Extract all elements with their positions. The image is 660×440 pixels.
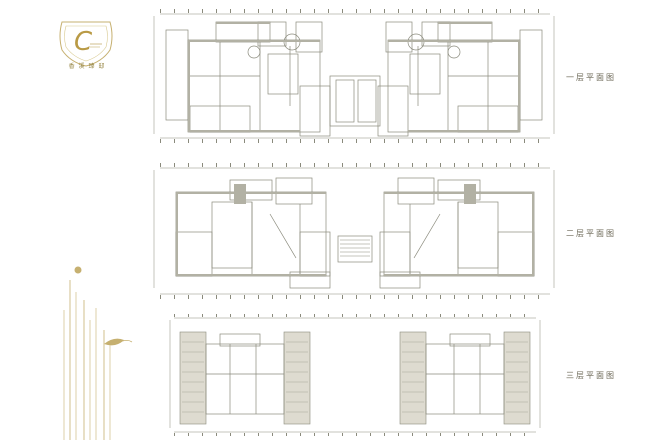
svg-text:C: C <box>74 27 93 57</box>
floor-label-2: 二层平面图 <box>566 229 616 238</box>
brand-tagline: 香 溪 臻 邸 <box>68 63 106 70</box>
floor-label-1: 一层平面图 <box>566 73 616 82</box>
floor-plan-1 <box>153 9 555 143</box>
gold-dot-icon <box>74 266 82 274</box>
floor-plan-3 <box>169 314 541 436</box>
floor-plan-2 <box>153 163 555 299</box>
floor-label-3: 三层平面图 <box>566 371 616 380</box>
leaf-icon <box>104 338 124 346</box>
logo-emblem-icon: C <box>59 21 113 67</box>
decorative-stems <box>63 266 133 440</box>
brand-logo: C 香 溪 臻 邸 <box>52 14 122 74</box>
